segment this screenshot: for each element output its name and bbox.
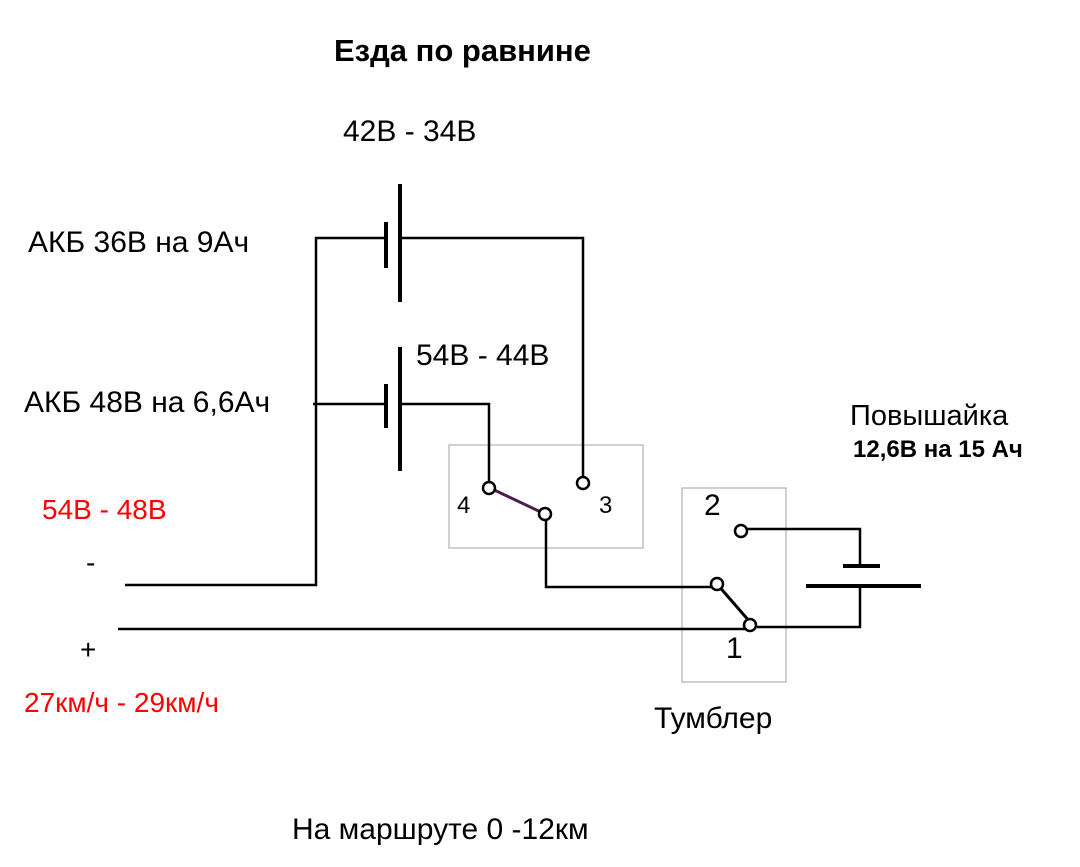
selector-contact-3-label: 3 xyxy=(599,492,613,519)
diagram-title: Езда по равнине xyxy=(334,33,591,68)
plus-terminal-label: + xyxy=(80,634,97,665)
contacts xyxy=(481,475,758,633)
selector-common-terminal xyxy=(537,506,553,522)
toggle-label: Тумблер xyxy=(654,702,773,735)
battery-36v-voltage-range: 42В - 34В xyxy=(343,115,477,148)
booster-spec: 12,6В на 15 Ач xyxy=(853,436,1023,463)
selector-contact-4-label: 4 xyxy=(457,492,471,519)
output-voltage-range: 54В - 48В xyxy=(42,494,167,525)
toggle-switch-box xyxy=(681,487,787,683)
toggle-common-terminal xyxy=(709,576,725,592)
wires xyxy=(118,236,862,631)
contact-3-terminal xyxy=(575,475,591,491)
battery-48v-label: АКБ 48В на 6,6Ач xyxy=(24,386,271,419)
wire-booster-bottom xyxy=(757,586,862,629)
route-note: На маршруте 0 -12км xyxy=(292,813,589,846)
selector-switch-blade[interactable] xyxy=(489,486,546,516)
wire-selector-to-toggle xyxy=(544,520,712,589)
booster-title: Повышайка xyxy=(850,400,1009,432)
speed-range: 27км/ч - 29км/ч xyxy=(24,687,219,718)
wire-48v-positive xyxy=(400,402,491,482)
wire-36v-negative xyxy=(125,236,386,587)
toggle-contact-2-terminal xyxy=(733,523,749,539)
toggle-contact-1-terminal xyxy=(742,617,758,633)
wire-36v-positive xyxy=(400,236,585,476)
toggle-contact-2-label: 2 xyxy=(704,489,721,522)
contact-4-terminal xyxy=(481,480,497,496)
battery-48v-symbol xyxy=(384,347,402,471)
toggle-contact-1-label: 1 xyxy=(726,632,743,665)
booster-battery-symbol xyxy=(806,564,921,588)
toggle-switch-blade[interactable] xyxy=(715,583,752,623)
battery-48v-voltage-range: 54В - 44В xyxy=(416,339,550,372)
battery-36v-label: АКБ 36В на 9Ач xyxy=(28,226,250,259)
minus-terminal-label: - xyxy=(86,547,96,578)
wire-toggle-to-booster-top xyxy=(747,527,862,565)
battery-36v-symbol xyxy=(384,184,402,302)
